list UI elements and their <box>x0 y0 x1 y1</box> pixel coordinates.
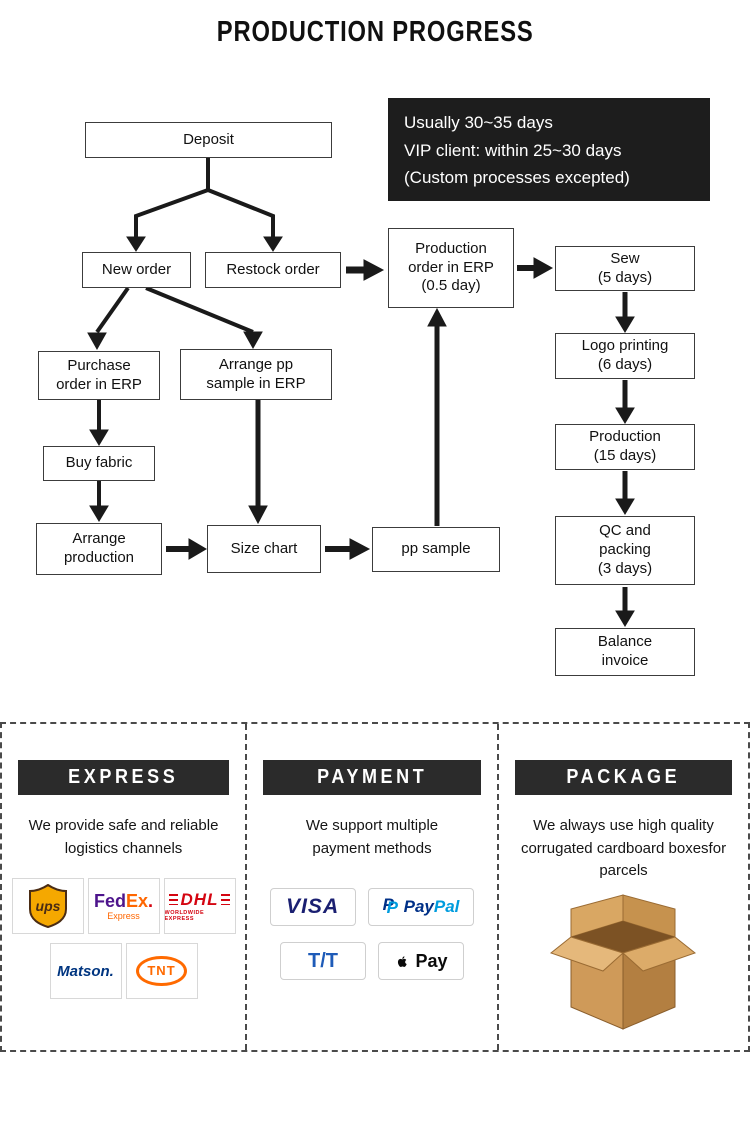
package-header: PACKAGE <box>515 760 732 795</box>
node-label: production <box>63 549 135 566</box>
express-description: We provide safe and reliable logistics c… <box>2 815 245 860</box>
paypal-wordmark: PayPal <box>403 897 460 916</box>
package-header-text: PACKAGE <box>566 766 681 788</box>
express-header-text: EXPRESS <box>68 766 179 788</box>
lead-time-line: VIP client: within 25~30 days <box>404 140 622 160</box>
page-title: PRODUCTION PROGRESS <box>0 16 750 49</box>
page-title-text: PRODUCTION PROGRESS <box>216 16 534 48</box>
node-label: (0.5 day) <box>421 277 481 295</box>
apple-icon <box>398 955 408 967</box>
fedex-wordmark: FedEx. <box>93 890 154 911</box>
flow-node-buy-fabric: Buy fabric <box>43 446 155 481</box>
dhl-wordmark: DHL <box>168 891 231 908</box>
node-label: (5 days) <box>597 268 653 286</box>
flow-node-size-chart: Size chart <box>207 525 321 573</box>
node-label: order in ERP <box>408 258 494 276</box>
tnt-oval: TNT <box>136 956 187 986</box>
node-label: Size chart <box>230 539 298 557</box>
node-label: Sew <box>610 249 640 267</box>
payment-desc-line: payment methods <box>312 839 432 857</box>
payment-header: PAYMENT <box>263 760 481 795</box>
flow-node-balance-invoice: Balance invoice <box>555 628 695 676</box>
ups-shield-icon: ups <box>28 884 67 928</box>
cardboard-box-image <box>549 893 696 1030</box>
node-label: Balance <box>597 633 653 651</box>
express-column: EXPRESS We provide safe and reliable log… <box>2 724 245 1050</box>
node-label: Deposit <box>183 130 234 148</box>
node-label: Restock order <box>226 260 320 278</box>
payment-header-text: PAYMENT <box>316 766 428 788</box>
flow-node-production: Production (15 days) <box>555 424 695 470</box>
payment-description: We support multiple payment methods <box>247 815 497 860</box>
node-label: packing <box>599 541 651 559</box>
dhl-logo: DHL WORLDWIDE EXPRESS <box>163 878 236 934</box>
node-label: New order <box>101 260 172 278</box>
node-label: (3 days) <box>597 559 653 577</box>
node-label: Arrange pp <box>218 355 294 373</box>
flow-node-logo-printing: Logo printing (6 days) <box>555 333 695 379</box>
flow-node-sew: Sew (5 days) <box>555 246 695 291</box>
node-label: Purchase <box>67 356 131 374</box>
package-desc-line: parcels <box>599 862 648 879</box>
flow-node-production-order-erp: Production order in ERP (0.5 day) <box>388 228 514 308</box>
dhl-stripes-left <box>168 893 178 905</box>
flow-node-pp-sample: pp sample <box>372 527 500 572</box>
flow-node-purchase-order-erp: Purchase order in ERP <box>38 351 160 400</box>
express-logo-row-2: Matson. TNT <box>2 943 245 999</box>
dhl-stripes-right <box>221 893 231 905</box>
package-column: PACKAGE We always use high quality corru… <box>497 724 748 1050</box>
payment-column: PAYMENT We support multiple payment meth… <box>245 724 497 1050</box>
node-label: Production <box>415 239 487 257</box>
flow-node-deposit: Deposit <box>85 122 332 158</box>
lead-time-note: Usually 30~35 days VIP client: within 25… <box>388 98 710 201</box>
package-desc-line: We always use high quality <box>533 817 714 834</box>
applepay-logo: Pay <box>378 942 464 980</box>
payment-logo-row-2: T/T Pay <box>247 942 497 980</box>
express-desc-line: logistics channels <box>64 839 183 857</box>
tnt-logo: TNT <box>125 943 198 999</box>
tt-logo: T/T <box>280 942 366 980</box>
package-desc-line: corrugated cardboard boxesfor <box>520 839 727 857</box>
ups-logo: ups <box>11 878 84 934</box>
node-label: Arrange <box>72 530 126 548</box>
express-logo-row-1: ups FedEx. Express DHL WORLDWIDE EXPRESS <box>2 878 245 934</box>
express-header: EXPRESS <box>18 760 229 795</box>
express-desc-line: We provide safe and reliable <box>28 817 219 834</box>
bottom-panel: EXPRESS We provide safe and reliable log… <box>0 722 750 1052</box>
node-label: (15 days) <box>593 447 657 464</box>
package-description: We always use high quality corrugated ca… <box>499 815 748 883</box>
fedex-logo: FedEx. Express <box>87 878 160 934</box>
node-label: Buy fabric <box>65 454 133 472</box>
payment-logo-row-1: VISA P P PayPal <box>247 888 497 926</box>
matson-logo: Matson. <box>49 943 122 999</box>
svg-text:ups: ups <box>35 898 60 914</box>
node-label: order in ERP <box>56 375 142 393</box>
flow-node-arrange-production: Arrange production <box>36 523 162 575</box>
node-label: (6 days) <box>597 356 653 373</box>
lead-time-line: (Custom processes excepted) <box>404 168 630 188</box>
connector-group <box>87 158 635 627</box>
node-label: Production <box>589 428 661 446</box>
flow-node-qc-packing: QC and packing (3 days) <box>555 516 695 585</box>
flow-node-arrange-pp-sample: Arrange pp sample in ERP <box>180 349 332 400</box>
visa-logo: VISA <box>269 888 356 926</box>
flow-node-restock-order: Restock order <box>205 252 341 288</box>
node-label: sample in ERP <box>206 374 306 392</box>
node-label: QC and <box>599 522 651 540</box>
flow-node-new-order: New order <box>82 252 191 288</box>
payment-desc-line: We support multiple <box>305 817 439 834</box>
paypal-logo: P P PayPal <box>367 888 475 926</box>
fedex-express-label: Express <box>107 910 140 921</box>
lead-time-line: Usually 30~35 days <box>404 113 553 132</box>
node-label: pp sample <box>401 540 471 558</box>
node-label: invoice <box>601 652 649 669</box>
node-label: Logo printing <box>581 337 669 355</box>
dhl-sub-label: WORLDWIDE EXPRESS <box>164 909 205 922</box>
paypal-icon: P P <box>382 895 398 917</box>
